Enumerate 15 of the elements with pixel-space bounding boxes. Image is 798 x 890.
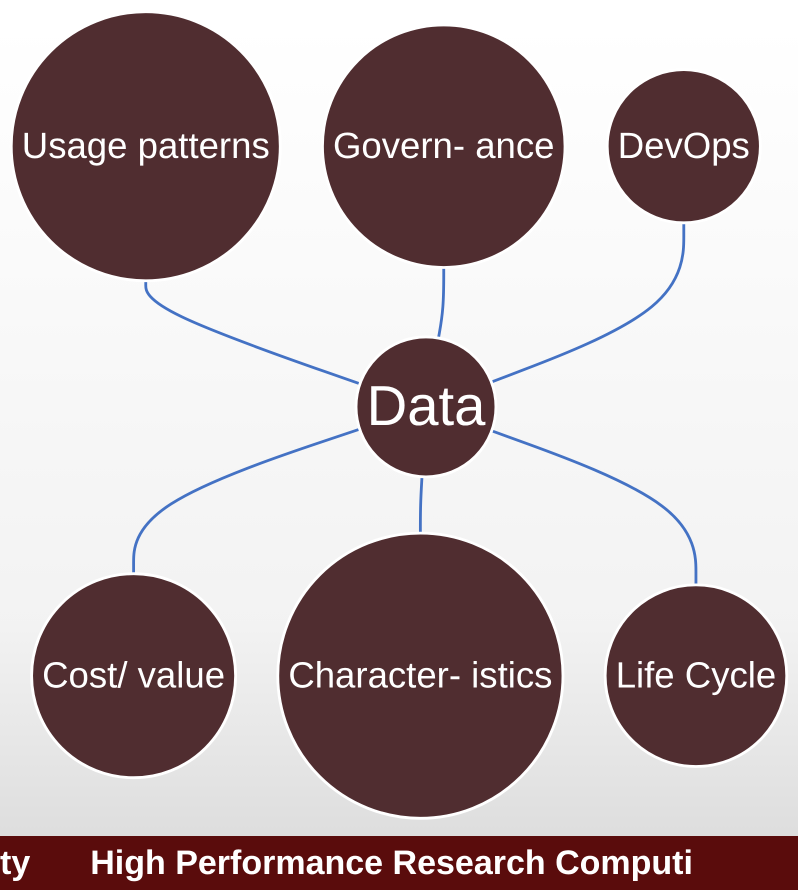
node-circle: Character- istics (276, 532, 564, 820)
node-circle: DevOps (606, 68, 762, 224)
connector (437, 268, 446, 338)
connector (144, 280, 360, 386)
node-circle: Cost/ value (30, 572, 237, 780)
footer-text: ty (0, 844, 30, 882)
node-circle: Life Cycle (604, 584, 788, 768)
node-circle: Govern- ance (321, 24, 566, 269)
node-circle: Usage patterns (10, 10, 282, 282)
connector (132, 428, 360, 574)
connector (491, 429, 698, 585)
connector (490, 222, 686, 384)
connector (418, 476, 424, 534)
node-circle: Data (354, 336, 498, 478)
footer-text: High Performance Research Computi (90, 844, 693, 882)
